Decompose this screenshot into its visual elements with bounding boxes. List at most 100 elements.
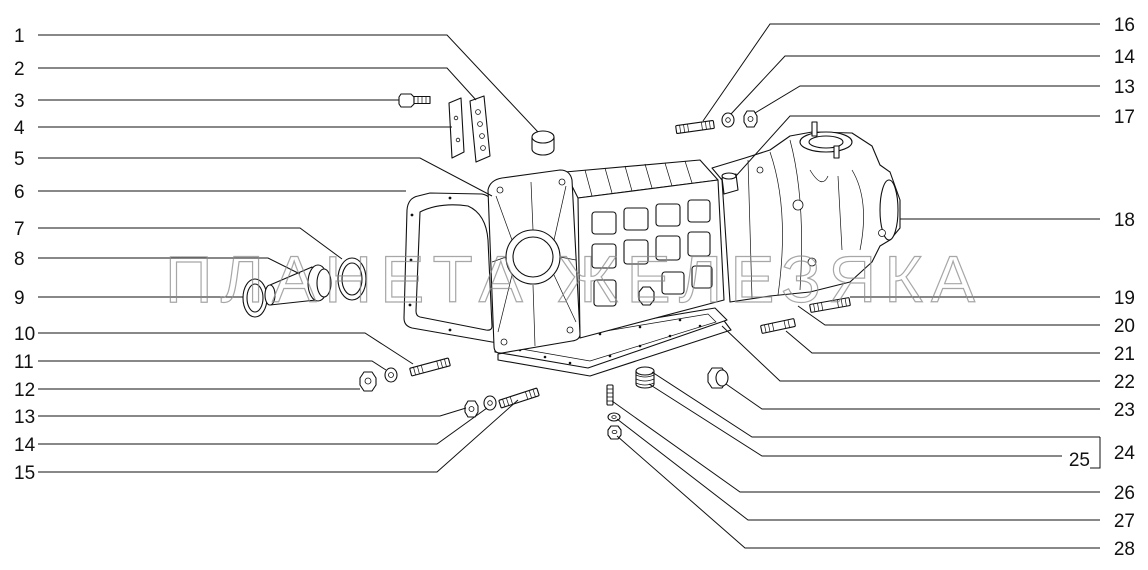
sleeve-end (264, 284, 276, 306)
main-housing-boss (566, 326, 574, 334)
bolt-thread (417, 96, 427, 104)
housing-window (591, 243, 617, 269)
plate-2-hole (475, 109, 481, 115)
callout-label-28: 28 (1114, 539, 1135, 560)
callout-label-26: 26 (1114, 483, 1135, 504)
leader-line-1 (38, 34, 539, 133)
leader-line-14 (38, 407, 488, 445)
gasket-hole (409, 258, 413, 262)
callout-label-9: 9 (14, 288, 25, 309)
plate-2-hole (477, 121, 483, 127)
callout-label-21: 21 (1114, 344, 1135, 365)
stud-26-thread (607, 388, 613, 402)
part-17-stud (721, 172, 739, 195)
stud-16-body (675, 119, 715, 135)
housing-window (623, 207, 649, 231)
plate-2-body (469, 95, 491, 163)
callout-label-2: 2 (14, 59, 25, 80)
part-23-plug (707, 367, 729, 389)
part-12-nut (359, 371, 377, 392)
gasket-hole (608, 354, 612, 358)
part-3-bolt (398, 93, 431, 108)
washer-14-left-hole (487, 400, 493, 406)
callout-label-22: 22 (1114, 372, 1135, 393)
callout-label-17: 17 (1114, 107, 1135, 128)
gasket-hole (638, 344, 642, 348)
part-24-25-plug (635, 366, 655, 389)
callout-label-1: 1 (14, 26, 25, 47)
callout-label-14-right: 14 (1114, 47, 1136, 68)
part-1-cap (531, 130, 555, 156)
callout-label-6: 6 (14, 182, 25, 203)
leader-line-11 (38, 360, 387, 371)
part-19-stud (809, 297, 851, 313)
part-18-rear-housing (711, 121, 901, 303)
main-housing-boss (558, 178, 566, 186)
nut-13-left-hole (468, 406, 475, 412)
part-21-stud (760, 318, 796, 334)
housing-window (691, 265, 713, 289)
housing-window (687, 231, 711, 257)
part-26-stud (606, 384, 614, 406)
rear-housing-detail (809, 169, 864, 251)
part-6-front-gasket (403, 192, 503, 343)
housing-window (661, 271, 685, 295)
gasket-hole (678, 318, 682, 322)
callout-label-15: 15 (14, 463, 35, 484)
gasket-hole (638, 325, 642, 329)
main-housing-face-webs (491, 181, 577, 347)
callout-label-10: 10 (14, 324, 35, 345)
callout-label-14: 14 (14, 435, 36, 456)
callout-label-24: 24 (1114, 443, 1136, 464)
part-13-nut-left (464, 400, 479, 418)
callout-label-8: 8 (14, 249, 25, 270)
callout-label-20: 20 (1114, 316, 1135, 337)
gasket-hole (410, 213, 414, 217)
plate-4-hole (455, 137, 461, 143)
bottom-gasket-inner-edge (509, 313, 717, 362)
plate-2-hole (480, 145, 486, 151)
leader-line-17 (735, 115, 1100, 177)
part-28-nut (607, 425, 622, 440)
rear-housing-hole-2 (878, 229, 886, 237)
main-housing-boss (500, 338, 508, 346)
callout-label-13: 13 (14, 407, 35, 428)
callout-label-7: 7 (14, 219, 25, 240)
cap-top (531, 130, 555, 144)
callout-label-11: 11 (14, 352, 34, 373)
part-13-nut-right (743, 110, 758, 128)
leader-line-21 (785, 330, 1100, 354)
part-2-plate (469, 95, 491, 163)
callout-label-25: 25 (1069, 450, 1090, 471)
gasket-hole (448, 196, 452, 200)
leader-line-13 (38, 407, 467, 417)
leader-line-7 (38, 227, 343, 260)
plate-4-body (448, 97, 465, 159)
o-ring-9-inner (246, 283, 264, 313)
leader-line-13-right (754, 85, 1100, 114)
leader-line-10 (38, 332, 414, 365)
main-housing-bore-inner (512, 236, 554, 278)
plate-4-hole (453, 115, 459, 121)
leader-line-2 (38, 67, 477, 101)
bolt-head (398, 93, 415, 108)
part-14-washer-right (721, 112, 735, 128)
leader-line-22 (721, 325, 1100, 382)
callout-label-5: 5 (14, 149, 25, 170)
nut-28-hole (611, 429, 618, 434)
plug-23-thread (715, 369, 729, 387)
part-10-stud (409, 357, 451, 377)
bracket-24-25 (1090, 437, 1101, 469)
plug-24-thread (635, 374, 655, 386)
part-8-guide-sleeve (264, 264, 332, 306)
gasket-hole (668, 334, 672, 338)
stud-21-thread (764, 319, 790, 333)
part-15-stud (498, 387, 540, 409)
part-4-plate (448, 97, 465, 159)
callout-label-27: 27 (1114, 511, 1135, 532)
rear-housing-hole-1 (792, 199, 804, 211)
leader-line-25 (648, 383, 1062, 457)
rear-housing-end-boss (879, 179, 899, 241)
rear-housing-stud-a (811, 121, 818, 137)
